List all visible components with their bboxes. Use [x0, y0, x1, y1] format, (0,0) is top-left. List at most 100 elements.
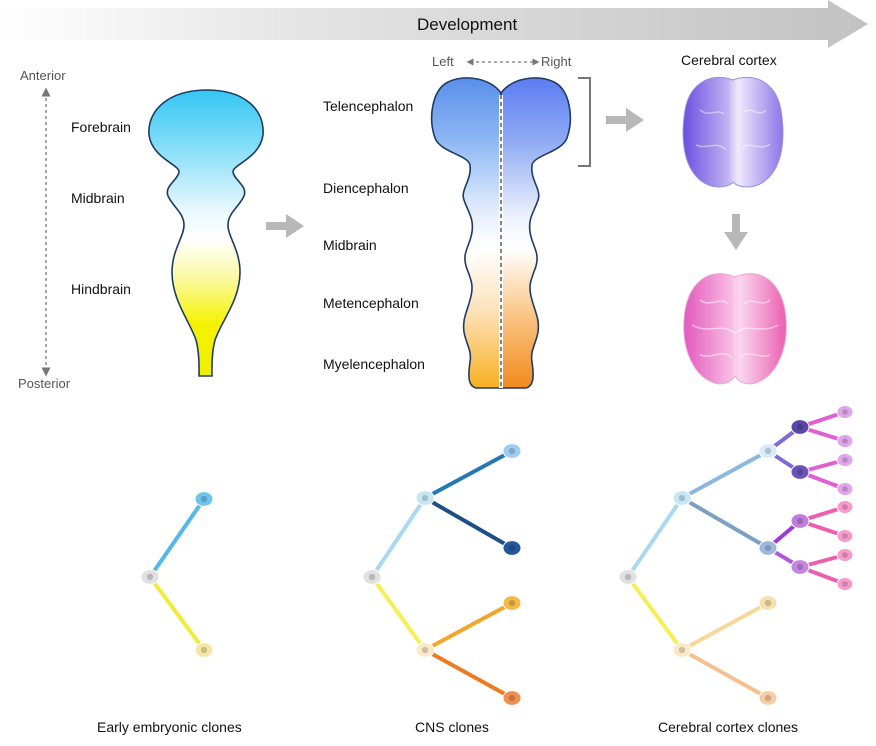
cell — [502, 595, 522, 611]
cell — [836, 481, 854, 497]
cell — [758, 595, 778, 611]
branch — [680, 449, 770, 500]
branch — [423, 648, 514, 700]
arrow-to-cortex — [606, 108, 644, 132]
region-diencephalon: Diencephalon — [323, 180, 409, 196]
cell — [836, 576, 854, 592]
cell-nucleus — [678, 494, 686, 502]
arrow-cortex-down — [724, 214, 748, 250]
cell — [836, 528, 854, 544]
branch — [626, 575, 684, 652]
cell — [194, 642, 214, 658]
arrow-tube-to-tube — [266, 214, 304, 238]
cell-nucleus — [796, 423, 804, 431]
cell — [790, 464, 810, 480]
cell — [790, 559, 810, 575]
late-neural-tube-left — [430, 77, 502, 389]
cell-nucleus — [678, 646, 686, 654]
cell — [758, 443, 778, 459]
cell-nucleus — [842, 552, 848, 558]
branch — [680, 601, 770, 652]
cell-nucleus — [796, 517, 804, 525]
cell — [672, 642, 692, 658]
root-cell-nucleus — [146, 573, 154, 581]
region-forebrain: Forebrain — [71, 119, 131, 135]
cell — [502, 443, 522, 459]
branch — [680, 496, 770, 550]
cell-nucleus — [842, 581, 848, 587]
cerebral-cortex-purple — [682, 76, 784, 188]
cell-nucleus — [842, 533, 848, 539]
cell — [836, 452, 854, 468]
cell-nucleus — [508, 544, 516, 552]
cell — [758, 540, 778, 556]
cell-nucleus — [200, 495, 208, 503]
root-cell-nucleus — [368, 573, 376, 581]
root-cell — [140, 569, 160, 585]
root-cell — [362, 569, 382, 585]
cell — [836, 433, 854, 449]
cell — [415, 642, 435, 658]
region-myelencephalon: Myelencephalon — [323, 356, 425, 372]
region-midbrain-late: Midbrain — [323, 237, 377, 253]
cell — [836, 404, 854, 420]
cell — [758, 690, 778, 706]
cerebral-cortex-title: Cerebral cortex — [681, 52, 777, 68]
cell — [790, 419, 810, 435]
region-metencephalon: Metencephalon — [323, 295, 419, 311]
cell-nucleus — [200, 646, 208, 654]
early-neural-tube — [148, 89, 264, 377]
branch — [626, 496, 684, 579]
right-label: Right — [541, 54, 572, 69]
branch — [423, 496, 514, 550]
development-arrow — [0, 0, 868, 48]
cell — [502, 690, 522, 706]
late-neural-tube-right — [500, 77, 572, 389]
cell-nucleus — [796, 468, 804, 476]
clone-trees — [140, 404, 854, 706]
root-cell-nucleus — [624, 573, 632, 581]
cell-nucleus — [842, 486, 848, 492]
cell-nucleus — [842, 504, 848, 510]
branch — [423, 601, 514, 652]
cell-nucleus — [421, 494, 429, 502]
anterior-label: Anterior — [20, 68, 66, 83]
region-midbrain-early: Midbrain — [71, 190, 125, 206]
cell — [194, 491, 214, 507]
branch — [423, 449, 514, 500]
cell — [790, 513, 810, 529]
cell-nucleus — [842, 409, 848, 415]
cell-nucleus — [842, 457, 848, 463]
cell-nucleus — [508, 447, 516, 455]
branch — [370, 496, 427, 579]
cell-nucleus — [764, 599, 772, 607]
branch — [680, 648, 770, 700]
posterior-label: Posterior — [18, 376, 71, 391]
cell — [415, 490, 435, 506]
branch — [370, 575, 427, 652]
cell-nucleus — [508, 599, 516, 607]
cell-nucleus — [764, 694, 772, 702]
cerebral-cortex-pink — [683, 273, 787, 385]
development-label: Development — [417, 15, 518, 34]
cell-nucleus — [764, 544, 772, 552]
root-cell — [618, 569, 638, 585]
cortex-clones-label: Cerebral cortex clones — [658, 719, 799, 735]
branch — [148, 575, 206, 652]
early-clones-label: Early embryonic clones — [97, 719, 242, 735]
telencephalon-bracket — [578, 77, 591, 167]
cell-nucleus — [421, 646, 429, 654]
cns-clones-label: CNS clones — [415, 719, 489, 735]
branch — [148, 497, 206, 579]
left-label: Left — [432, 54, 454, 69]
cell-nucleus — [764, 447, 772, 455]
cell — [672, 490, 692, 506]
cell-nucleus — [842, 438, 848, 444]
region-telencephalon: Telencephalon — [323, 98, 414, 114]
cell — [836, 547, 854, 563]
region-hindbrain: Hindbrain — [71, 281, 131, 297]
cell-nucleus — [508, 694, 516, 702]
cell-nucleus — [796, 563, 804, 571]
cell — [836, 499, 854, 515]
